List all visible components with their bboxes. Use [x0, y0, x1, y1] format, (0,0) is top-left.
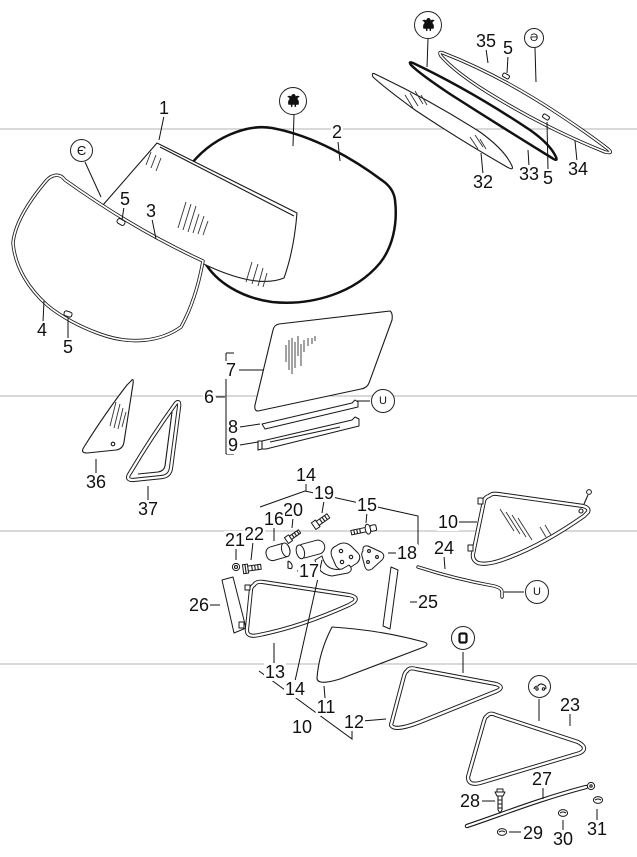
callout-part-30: 30 — [551, 829, 575, 849]
screw-28 — [494, 788, 506, 814]
callout-part-2: 2 — [330, 122, 344, 142]
door-window-group — [216, 310, 393, 455]
callout-part-3: 3 — [144, 201, 158, 221]
cabriolet-body-glyph — [532, 683, 547, 691]
callout-part-18: 18 — [395, 543, 419, 563]
callout-part-29: 29 — [521, 823, 545, 843]
variant-u-door-glyph: U — [379, 394, 387, 407]
gasket-18 — [361, 545, 385, 571]
callout-part-5b: 5 — [61, 337, 75, 357]
callout-part-24: 24 — [432, 538, 456, 558]
vent-window-10 — [467, 489, 592, 564]
callout-part-14a: 14 — [294, 465, 318, 485]
callout-part-5c: 5 — [501, 38, 515, 58]
callout-part-26: 26 — [187, 595, 211, 615]
callout-part-16: 16 — [262, 509, 286, 529]
callout-part-8: 8 — [226, 417, 240, 437]
callout-part-5a: 5 — [118, 189, 132, 209]
window-frame-glyph — [458, 632, 468, 644]
callout-part-7: 7 — [224, 360, 238, 380]
bolt-15 — [350, 523, 378, 536]
variant-epsilon-right-icon: Ə — [524, 28, 544, 48]
window-regulator-group — [231, 483, 419, 577]
callout-part-20: 20 — [281, 500, 305, 520]
speed-nut-30 — [557, 809, 569, 817]
variant-epsilon-left-icon: Є — [70, 139, 93, 162]
callout-part-10a: 10 — [436, 512, 460, 532]
variant-u-quarter-icon: U — [525, 580, 549, 604]
door-glass-hatching — [285, 336, 316, 374]
callout-part-14b: 14 — [283, 679, 307, 699]
variant-epsilon-right-glyph: Ə — [529, 31, 539, 44]
callout-part-1: 1 — [157, 98, 171, 118]
windshield-seal-3-4 — [11, 173, 205, 343]
callout-part-9: 9 — [226, 435, 240, 455]
rear-window-seal-33 — [408, 61, 558, 161]
screw-22 — [241, 563, 262, 575]
callout-part-35: 35 — [474, 31, 498, 51]
variant-epsilon-left-glyph: Є — [76, 143, 87, 158]
coupe-body-icon — [279, 87, 307, 115]
callout-part-27: 27 — [530, 769, 554, 789]
coupe-body-glyph — [421, 18, 435, 31]
rear-window-group — [371, 50, 613, 170]
quarter-seal-23 — [468, 714, 584, 784]
callout-part-4: 4 — [35, 320, 49, 340]
variant-u-quarter-glyph: U — [533, 585, 541, 598]
callout-part-33: 33 — [517, 164, 541, 184]
window-frame-icon — [451, 626, 475, 650]
cabriolet-body-icon — [528, 675, 551, 698]
screw-19 — [310, 513, 331, 530]
coupe-body-icon-2 — [414, 11, 442, 39]
crank-knob-16 — [265, 542, 291, 562]
speed-nut-31 — [592, 796, 604, 804]
callout-part-25: 25 — [416, 592, 440, 612]
callout-part-10b: 10 — [290, 717, 314, 737]
callout-part-11: 11 — [315, 697, 337, 717]
vent-glass-36 — [82, 378, 134, 454]
callout-part-34: 34 — [566, 159, 590, 179]
callout-part-5d: 5 — [541, 168, 555, 188]
callout-part-32: 32 — [471, 172, 495, 192]
bracket-6 — [216, 352, 234, 455]
variant-u-door-icon: U — [371, 389, 395, 413]
glass-hatching — [145, 151, 268, 288]
clip-17 — [287, 560, 293, 570]
callout-part-17: 17 — [297, 561, 321, 581]
callout-part-15: 15 — [355, 495, 379, 515]
callout-part-21: 21 — [223, 530, 247, 550]
door-glass-7 — [254, 310, 393, 412]
washer-21 — [231, 562, 241, 572]
callout-part-6: 6 — [202, 387, 216, 407]
rear-window-glass-32 — [371, 72, 513, 170]
callout-part-31: 31 — [585, 819, 609, 839]
callout-part-36: 36 — [84, 472, 108, 492]
callout-part-12: 12 — [342, 712, 366, 732]
callout-part-13: 13 — [263, 662, 287, 682]
callout-part-37: 37 — [136, 499, 160, 519]
speed-nut-29 — [496, 828, 508, 836]
trim-strip-25 — [382, 566, 399, 630]
callout-part-22: 22 — [242, 524, 266, 544]
vent-seal-37 — [128, 402, 179, 480]
callout-part-19: 19 — [312, 483, 336, 503]
callout-part-23: 23 — [558, 695, 582, 715]
coupe-body-glyph — [286, 94, 300, 107]
vent-frame-13 — [238, 582, 356, 636]
glass-channel-8 — [261, 399, 359, 430]
quarter-glass-11 — [316, 626, 428, 683]
screw-20 — [283, 529, 302, 544]
sill-trim-27 — [467, 781, 596, 826]
callout-part-28: 28 — [458, 791, 482, 811]
